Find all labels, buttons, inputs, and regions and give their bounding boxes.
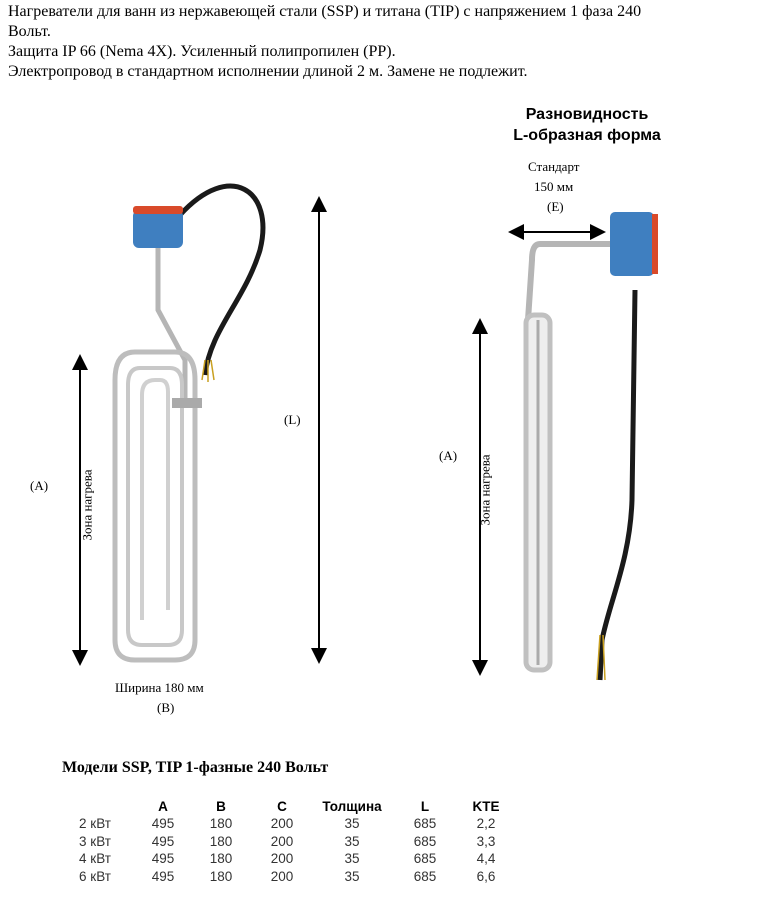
table-cell: 3 кВт [79,833,111,849]
table-cell: 4 кВт [79,851,111,867]
table-cell: 6 кВт [79,868,111,884]
dimension-l-label: (L) [284,412,301,427]
junction-box [610,212,654,276]
standard-label: Стандарт [528,159,580,174]
table-cell: 180 [209,851,233,867]
table-cell: 685 [413,816,437,832]
standard-heater-image [72,183,327,666]
table-row: 3 кВт 495 180 200 35 685 3,3 [60,833,508,851]
table-cell: 200 [270,868,294,884]
table-cell: 4,4 [476,851,496,867]
table-cell: 6,6 [476,868,496,884]
table-row: 2 кВт 495 180 200 35 685 2,2 [60,815,508,833]
table-cell: 200 [270,851,294,867]
table-cell: 35 [344,833,360,849]
table-cell: 35 [344,816,360,832]
table-row: 4 кВт 495 180 200 35 685 4,4 [60,850,508,868]
variant-title: Разновидность L-образная форма [480,104,694,146]
table-cell: 495 [151,868,175,884]
standard-value: 150 мм [534,179,574,194]
table-row: 6 кВт 495 180 200 35 685 6,6 [60,868,508,886]
variant-title-line: L-образная форма [513,127,661,144]
table-cell: 685 [413,851,437,867]
intro-line: Вольт. [8,23,51,40]
dimension-a-label: (A) [439,448,458,463]
table-cell: 3,3 [476,833,496,849]
intro-line: Защита IP 66 (Nema 4X). Усиленный полипр… [8,43,396,60]
column-header [60,797,130,815]
dimension-b-label: (B) [157,700,175,715]
column-header: A [158,798,168,814]
intro-line: Нагреватели для ванн из нержавеющей стал… [8,3,642,20]
table-header-row: A B C Толщина L KTE [60,797,508,815]
table-title: Модели SSP, TIP 1-фазные 240 Вольт [62,759,329,776]
table-cell: 685 [413,868,437,884]
intro-text: Нагреватели для ванн из нержавеющей стал… [8,2,641,82]
table-cell: 495 [151,816,175,832]
junction-box [133,210,183,248]
cable [178,183,266,376]
dimension-e-label: (E) [547,199,564,214]
column-header: Толщина [322,798,382,814]
l-shaped-heater-image [472,212,658,681]
cable [597,289,638,681]
table-cell: 200 [270,833,294,849]
table-cell: 495 [151,851,175,867]
table-cell: 200 [270,816,294,832]
intro-line: Электропровод в стандартном исполнении д… [8,63,528,80]
column-header: KTE [472,798,500,814]
table-cell: 2,2 [476,816,496,832]
table-cell: 35 [344,851,360,867]
heating-zone-label: Зона нагрева [79,469,95,541]
column-header: C [277,798,287,814]
table-cell: 180 [209,833,233,849]
column-header: B [216,798,226,814]
table-cell: 495 [151,833,175,849]
table-cell: 180 [209,816,233,832]
table-cell: 180 [209,868,233,884]
variant-title-line: Разновидность [525,106,649,123]
table-cell: 2 кВт [79,816,111,832]
dimension-a-label: (A) [30,478,49,493]
width-label: Ширина 180 мм [115,680,204,695]
table-cell: 685 [413,833,437,849]
column-header: L [420,798,430,814]
heating-zone-label: Зона нагрева [477,454,493,526]
table-cell: 35 [344,868,360,884]
